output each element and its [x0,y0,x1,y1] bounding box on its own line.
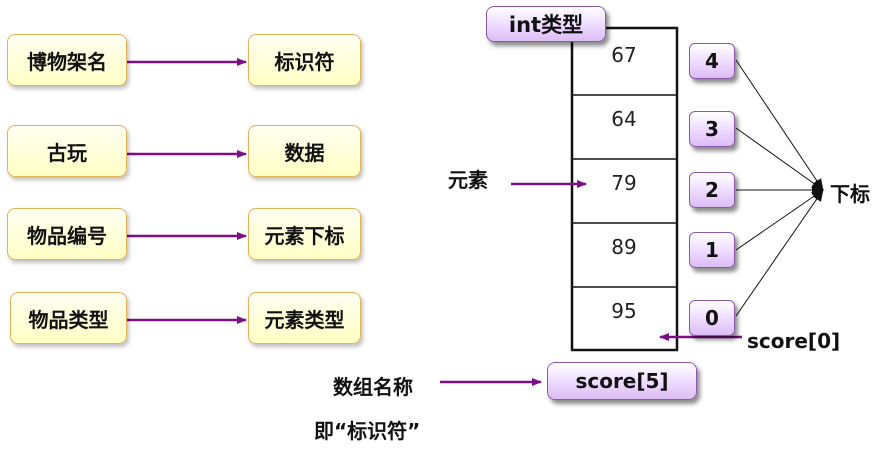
index-line [735,127,824,191]
index-box: 1 [689,232,735,268]
index-line [735,189,824,251]
array-cell-value: 64 [611,107,637,131]
index-label: 下标 [830,182,870,206]
array-name-label: 数组名称 [333,375,413,399]
museum-shelf-box: 博物架名 [7,34,127,86]
first-element-label: score[0] [747,329,841,353]
index-box: 0 [689,300,735,336]
index-line [735,59,824,191]
index-box: 3 [689,111,735,147]
array-cell-value: 67 [611,43,637,67]
index-box: 2 [689,172,735,208]
array-name-box: score[5] [547,362,697,400]
element-index-box: 元素下标 [248,208,361,260]
array-frame [570,26,679,352]
array-cell-value: 95 [611,299,637,323]
element-type-box: 元素类型 [248,292,361,344]
antique-box: 古玩 [7,125,127,177]
identifier-box: 标识符 [248,34,361,86]
array-cell-value: 89 [611,235,637,259]
index-line [735,189,824,317]
array-name-note: 即“标识符” [314,419,421,443]
index-box: 4 [689,43,735,79]
element-label: 元素 [448,168,488,192]
item-number-box: 物品编号 [7,208,127,260]
array-type-box: int类型 [486,6,606,42]
item-type-box: 物品类型 [10,292,127,344]
array-cell-value: 79 [611,171,637,195]
data-box: 数据 [248,125,361,177]
